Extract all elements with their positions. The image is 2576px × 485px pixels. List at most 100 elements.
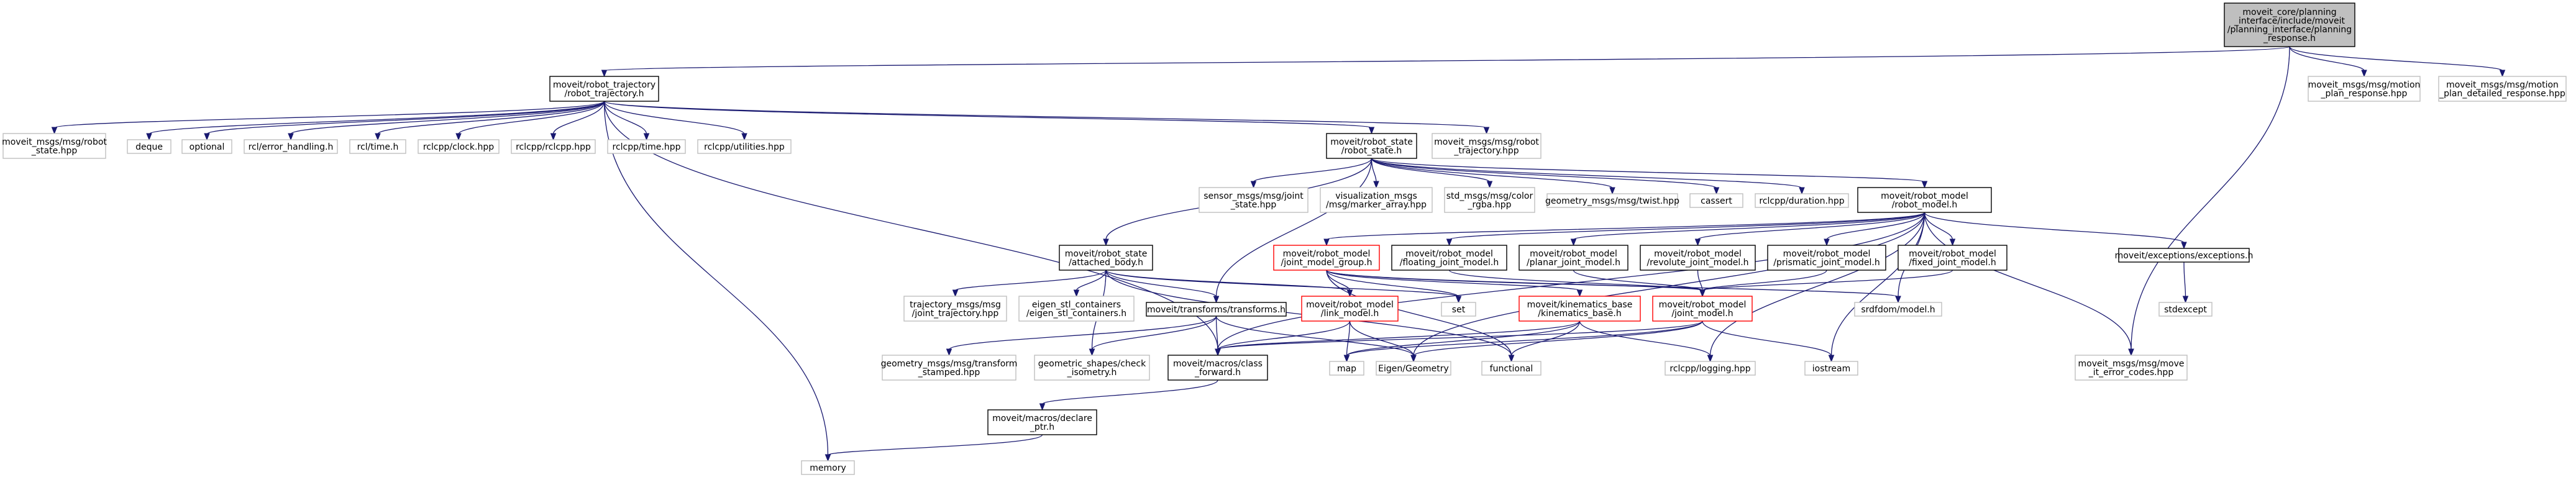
node-label-line: moveit/macros/class [1173,359,1263,369]
node-box [1854,302,1942,317]
edge-joint-model-group-to-srdfdom [1326,270,1901,304]
node-sensor-joint-state: sensor_msgs/msg/joint_state.hpp [1199,187,1309,213]
node-label: visualization_msgs/msg/marker_array.hpp [1326,191,1427,210]
node-label: std_msgs/msg/color_rgba.hpp [1446,191,1533,210]
node-link-model[interactable]: moveit/robot_model/link_model.h [1301,296,1399,322]
node-rcl-time: rcl/time.h [349,139,406,154]
edge-joint-model-to-map [1343,320,1703,363]
node-label-line: moveit/robot_model [1659,300,1747,310]
node-motion-plan-response: moveit_msgs/msg/motion_plan_response.hpp [2308,76,2421,102]
node-label-line: moveit/robot_model [1783,249,1871,259]
node-revolute-joint[interactable]: moveit/robot_model/revolute_joint_model.… [1640,245,1756,271]
edge-exceptions-to-stdexcept [2182,261,2189,304]
node-planar-joint[interactable]: moveit/robot_model/planar_joint_model.h [1519,245,1628,271]
node-prismatic-joint[interactable]: moveit/robot_model/prismatic_joint_model… [1767,245,1886,271]
node-set: set [1441,302,1476,317]
node-label: moveit/robot_state/robot_state.h [1330,137,1413,156]
node-label-line: moveit/robot_model [1530,249,1617,259]
node-label: moveit/robot_model/floating_joint_model.… [1400,249,1499,268]
node-label-line: trajectory_msgs/msg [910,300,1001,310]
node-label-line: Eigen/Geometry [1378,364,1449,374]
node-label-line: moveit/robot_model [1654,249,1742,259]
node-robot-state-hpp: moveit_msgs/msg/robot_state.hpp [2,133,107,159]
node-box [801,460,855,475]
node-label: rclcpp/utilities.hpp [704,142,785,152]
edge-robot-trajectory-to-robot-trajectory-hpp [603,101,1490,135]
node-joint-model[interactable]: moveit/robot_model/joint_model.h [1652,296,1753,322]
node-box [1519,296,1641,322]
node-label: moveit_msgs/msg/move_it_error_codes.hpp [2078,359,2185,378]
node-label-line: _it_error_codes.hpp [2088,368,2174,378]
node-box [1376,361,1451,376]
node-label-line: moveit/robot_state [1065,249,1148,259]
node-label-line: map [1337,364,1356,374]
edge-robot-model-to-floating-joint [1446,212,1925,247]
node-label-line: sensor_msgs/msg/joint [1204,191,1304,201]
node-class-forward[interactable]: moveit/macros/class_forward.h [1167,355,1268,381]
node-label: optional [190,142,225,152]
node-box [607,139,686,154]
node-box [1857,187,1992,213]
node-box [1689,193,1743,208]
node-label-line: geometric_shapes/check [1038,359,1146,369]
node-label: geometry_msgs/msg/transform_stamped.hpp [881,359,1018,378]
node-label: moveit_core/planning_interface/include/m… [2227,7,2352,43]
node-label: eigen_stl_containers/eigen_stl_container… [1026,300,1126,319]
node-transforms[interactable]: moveit/transforms/transforms.h [1146,302,1287,317]
node-box [1767,245,1886,271]
node-attached-body[interactable]: moveit/robot_state/attached_body.h [1059,245,1153,271]
node-label-line: moveit_msgs/msg/robot [2,137,107,147]
node-label: moveit_msgs/msg/robot_trajectory.hpp [1434,137,1539,156]
edge-robot-state-to-rclcpp-duration [1371,158,1805,195]
node-box [127,139,171,154]
node-root[interactable]: moveit_core/planning_interface/include/m… [2224,2,2355,47]
node-label-line: /revolute_joint_model.h [1647,258,1748,268]
node-label: rclcpp/duration.hpp [1759,196,1844,206]
node-label-line: _response.h [2263,34,2316,43]
edge-robot-trajectory-to-optional [204,101,605,141]
node-floating-joint[interactable]: moveit/robot_model/floating_joint_model.… [1391,245,1507,271]
node-joint-model-group[interactable]: moveit/robot_model/joint_model_group.h [1273,245,1380,271]
node-label: moveit/exceptions/exceptions.h [2115,251,2254,261]
node-label: rcl/error_handling.h [249,142,334,152]
node-eigen-stl: eigen_stl_containers/eigen_stl_container… [1018,296,1135,322]
node-box [181,139,232,154]
node-label: set [1452,305,1466,315]
node-label: moveit/kinematics_base/kinematics_base.h [1527,300,1633,319]
edge-attached-body-to-eigen-stl [1073,270,1107,297]
node-memory: memory [801,460,855,475]
edge-robot-model-to-planar-joint [1570,212,1925,247]
node-exceptions[interactable]: moveit/exceptions/exceptions.h [2115,248,2254,263]
node-label-line: /planning_interface/planning [2227,25,2352,35]
node-label-line: /floating_joint_model.h [1400,258,1499,268]
node-robot-trajectory[interactable]: moveit/robot_trajectory/robot_trajectory… [549,76,659,102]
node-label-line: _plan_detailed_response.hpp [2439,89,2565,99]
node-label: map [1337,364,1356,374]
edge-kinematics-base-to-rclcpp-logging [1579,320,1714,363]
node-label: moveit/robot_model/joint_model_group.h [1281,249,1372,268]
node-fixed-joint[interactable]: moveit/robot_model/fixed_joint_model.h [1898,245,2007,271]
node-label: geometric_shapes/check_isometry.h [1038,359,1146,378]
edge-robot-trajectory-to-rclcpp-time [603,101,650,141]
node-label-line: _stamped.hpp [918,368,980,378]
node-declare-ptr[interactable]: moveit/macros/declare_ptr.h [987,409,1097,435]
node-label-line: rclcpp/logging.hpp [1669,364,1750,374]
node-label-line: memory [810,463,846,473]
node-move-it-error-codes: moveit_msgs/msg/move_it_error_codes.hpp [2075,355,2188,381]
node-label: moveit/robot_model/revolute_joint_model.… [1647,249,1748,268]
node-label-line: rclcpp/utilities.hpp [704,142,785,152]
node-robot-model[interactable]: moveit/robot_model/robot_model.h [1857,187,1992,213]
node-box [882,355,1016,381]
edge-root-to-robot-trajectory [601,46,2290,78]
node-label-line: rclcpp/clock.hpp [423,142,494,152]
node-kinematics-base[interactable]: moveit/kinematics_base/kinematics_base.h [1519,296,1641,322]
node-stdexcept: stdexcept [2158,302,2213,317]
node-box [2,133,106,159]
node-box [2075,355,2188,381]
node-label: deque [135,142,163,152]
edge-root-to-motion-plan-detailed [2289,46,2506,78]
node-cassert: cassert [1689,193,1743,208]
node-robot-state[interactable]: moveit/robot_state/robot_state.h [1326,133,1417,159]
node-label-line: moveit/exceptions/exceptions.h [2115,251,2254,261]
